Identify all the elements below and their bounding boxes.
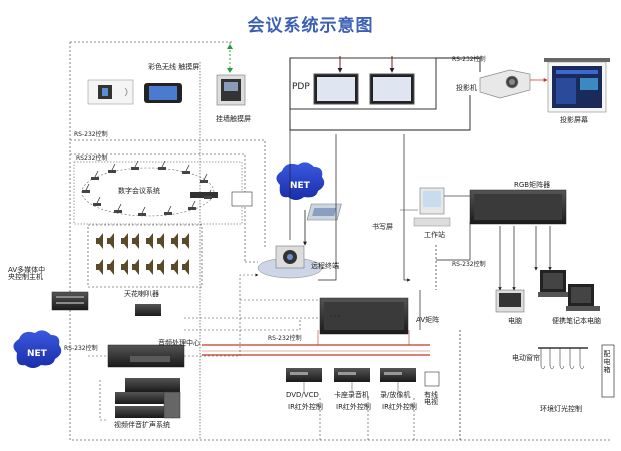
projector bbox=[479, 69, 548, 99]
label-speakers: 天花喇叭器 bbox=[124, 290, 159, 298]
label-rs232-matrix: RS-232控制 bbox=[268, 335, 302, 342]
conference-mic-icon bbox=[164, 205, 172, 215]
computer-group bbox=[495, 270, 600, 313]
page-title: 会议系统示意图 bbox=[247, 16, 374, 36]
ceiling-speaker-icon bbox=[171, 233, 189, 249]
label-rs232-rgb: RS-232控制 bbox=[452, 261, 486, 268]
label-digital-conference: 数字会议系统 bbox=[118, 187, 160, 195]
ceiling-speaker-icon bbox=[121, 259, 139, 275]
label-power-box: 配电箱 bbox=[603, 350, 611, 374]
av-matrix-device bbox=[317, 297, 410, 346]
ceiling-speaker-icon bbox=[146, 233, 164, 249]
label-rs232-left-2: RS232控制 bbox=[76, 155, 108, 162]
label-color-touch-panel: 彩色无线 触摸屏 bbox=[148, 63, 200, 71]
label-video-terminal: 远程终端 bbox=[311, 262, 339, 270]
conference-mic-icon bbox=[82, 183, 90, 193]
av-host-device bbox=[51, 291, 89, 311]
conference-mic-icon bbox=[93, 196, 101, 206]
label-tape-player: 录/放像机 bbox=[380, 391, 411, 399]
display-region bbox=[289, 56, 481, 131]
label-rs232-av: RS-232控制 bbox=[64, 345, 98, 352]
conference-mic-icon bbox=[91, 170, 99, 180]
projection-screen bbox=[544, 58, 610, 113]
label-net: NET bbox=[290, 181, 310, 191]
ceiling-speaker-icon bbox=[96, 259, 114, 275]
label-pdp: PDP bbox=[292, 82, 310, 92]
conference-mic-icon bbox=[204, 189, 212, 199]
conference-mic-icon bbox=[188, 200, 196, 210]
conference-mic-icon bbox=[114, 203, 122, 213]
workstation-group bbox=[306, 187, 470, 227]
label-computer: 电脑 bbox=[508, 317, 522, 325]
label-audio-center: 音频处理中心 bbox=[158, 339, 200, 347]
label-net-2: NET bbox=[27, 349, 47, 359]
label-projection-screen: 投影屏幕 bbox=[560, 116, 588, 124]
touch-panel-group bbox=[87, 79, 182, 105]
label-video-matrix: AV矩阵 bbox=[416, 316, 440, 324]
label-ir-3: IR红外控制 bbox=[382, 403, 417, 411]
label-workstation: 工作站 bbox=[424, 231, 445, 239]
audio-center-device bbox=[107, 344, 185, 419]
conference-mic-icon bbox=[131, 160, 139, 170]
conference-mic-icon bbox=[182, 164, 190, 174]
label-ir-1: IR红外控制 bbox=[288, 403, 323, 411]
label-power-curtain: 电动窗帘 bbox=[512, 354, 540, 362]
label-rs232-projector: RS-232控制 bbox=[452, 56, 486, 63]
label-light-control: 环境灯光控制 bbox=[540, 405, 582, 413]
label-recorder: 卡座录音机 bbox=[334, 391, 369, 399]
label-ir-2: IR红外控制 bbox=[336, 403, 371, 411]
speaker-grid bbox=[87, 224, 203, 288]
ceiling-speaker-icon bbox=[171, 259, 189, 275]
conference-mic-icon bbox=[158, 160, 166, 170]
left-routes bbox=[88, 273, 415, 440]
red-bus-lines bbox=[202, 344, 430, 356]
conference-ring bbox=[73, 160, 253, 225]
wall-touch-panel bbox=[216, 44, 246, 106]
label-laptop: 便携笔记本电脑 bbox=[552, 317, 601, 325]
label-wall-touch-panel: 挂墙触摸屏 bbox=[216, 115, 251, 123]
label-av-host: AV多媒体中 央控制主机 bbox=[8, 266, 46, 281]
connections bbox=[289, 120, 552, 440]
source-devices bbox=[286, 368, 440, 392]
label-rgb-matrix: RGB矩阵器 bbox=[514, 181, 551, 189]
label-writing-board: 书写屏 bbox=[372, 223, 393, 231]
ceiling-speaker-icon bbox=[121, 233, 139, 249]
video-terminal bbox=[257, 210, 323, 279]
label-cable-tv: 有线 电视 bbox=[424, 391, 438, 406]
label-dvd: DVD/VCD bbox=[286, 391, 319, 399]
small-device bbox=[135, 304, 161, 316]
curtain-group bbox=[538, 344, 615, 398]
conference-mic-icon bbox=[138, 206, 146, 216]
conference-mic-icon bbox=[108, 163, 116, 173]
ceiling-speaker-icon bbox=[146, 259, 164, 275]
net-clouds bbox=[13, 162, 325, 368]
rgb-matrix-device bbox=[469, 189, 567, 225]
label-video-conf-amp: 视频伴音扩声系统 bbox=[114, 421, 170, 429]
label-projector: 投影机 bbox=[456, 84, 477, 92]
conference-mic-icon bbox=[200, 173, 208, 183]
label-rs232-left-1: RS-232控制 bbox=[74, 131, 108, 138]
ceiling-speaker-icon bbox=[96, 233, 114, 249]
